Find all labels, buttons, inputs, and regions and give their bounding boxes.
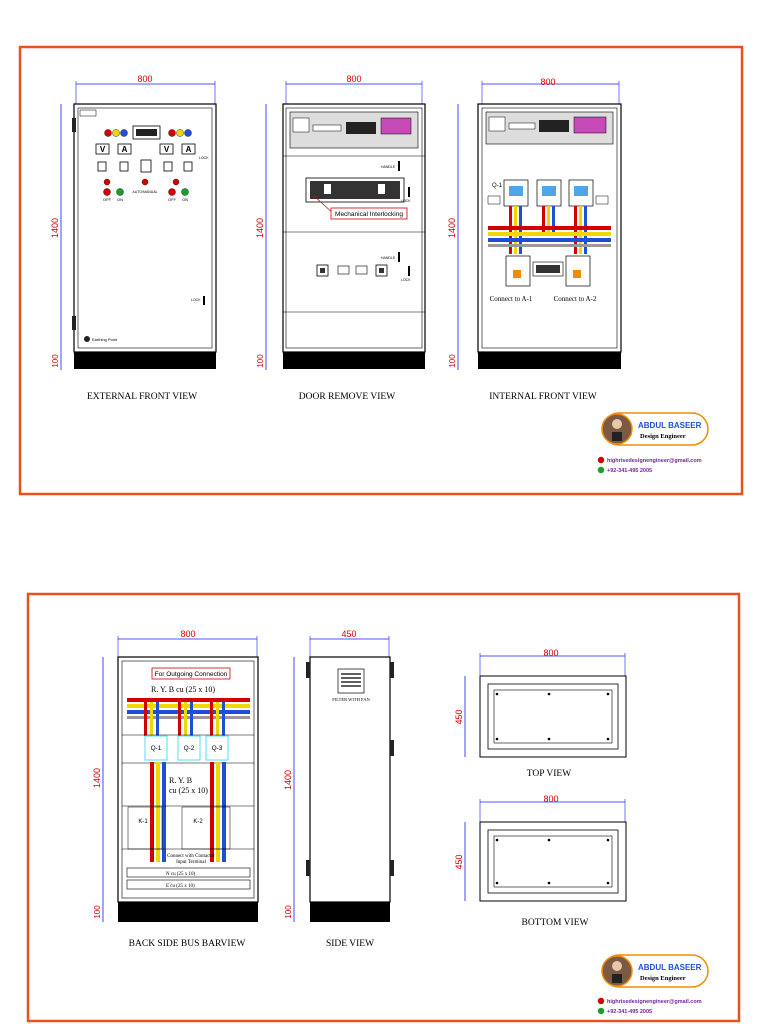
phone-icon: [597, 466, 605, 474]
dim-base-back: 100: [93, 905, 102, 919]
e-bar-label: E cu (25 x 10): [166, 884, 195, 889]
internal-front-view: 800 1400 100 Q-1: [447, 77, 622, 402]
view-label-back-side: BACK SIDE BUS BARVIEW: [129, 939, 246, 949]
k1-label: K-1: [138, 819, 148, 825]
dim-width-int: 800: [540, 77, 555, 87]
lock-label-2: LOCK: [191, 298, 201, 302]
view-label-top: TOP VIEW: [527, 769, 571, 779]
dim-base-side: 100: [284, 905, 293, 919]
ryb-top-label: R. Y. B cu (25 x 10): [151, 685, 215, 694]
brand-phone: +92-341-495 2005: [607, 468, 652, 474]
q3-label-back: Q-3: [212, 745, 223, 752]
contactor-note-2: Input Terminal: [176, 860, 206, 865]
dim-height-back: 1400: [92, 768, 102, 788]
top-view: 800 450 TOP VIEW: [454, 648, 627, 779]
handle-label-2: HANDLE: [381, 256, 396, 260]
brand-phone: +92-341-495 2005: [607, 1009, 652, 1015]
meter-v-right: V: [164, 145, 170, 154]
lock-label-1: LOCK: [199, 156, 209, 160]
dim-width-back: 800: [180, 629, 195, 639]
meter-v-left: V: [100, 145, 106, 154]
dim-base-ext: 100: [51, 354, 60, 368]
dim-width-side: 450: [341, 629, 356, 639]
view-label-side: SIDE VIEW: [326, 939, 374, 949]
view-label-bottom: BOTTOM VIEW: [522, 918, 589, 928]
ryb-mid-label-1: R. Y. B: [169, 776, 192, 785]
off-label-right: OFF: [168, 197, 177, 202]
handle-label-1: HANDLE: [381, 165, 396, 169]
dim-height-ext: 1400: [50, 218, 60, 238]
brand-title: Design Engineer: [640, 975, 686, 982]
side-view: 450 1400 100 FILTER WITH FAN SIDE VIEW: [283, 629, 394, 949]
view-label-external-front: EXTERNAL FRONT VIEW: [87, 392, 197, 402]
on-label-left: ON: [117, 197, 123, 202]
phone-icon: [597, 1007, 605, 1015]
top-drawing-frame: [18, 45, 744, 496]
meter-a-left: A: [122, 145, 128, 154]
dim-height-int: 1400: [447, 218, 457, 238]
off-label-left: OFF: [103, 197, 112, 202]
view-label-door-remove: DOOR REMOVE VIEW: [299, 392, 395, 402]
mechanical-interlocking-label: Mechanical Interlocking: [335, 211, 403, 218]
auto-manual-label: AUTO/MANUAL: [132, 190, 157, 194]
view-label-internal-front: INTERNAL FRONT VIEW: [489, 392, 597, 402]
back-side-busbar-view: 800 1400 100 For Outgoing Connection R. …: [92, 629, 259, 949]
dim-depth-bottom: 450: [454, 854, 464, 869]
outgoing-label: For Outgoing Connection: [155, 671, 228, 678]
earthing-point-label: Earthing Point: [92, 337, 118, 342]
q2-label-back: Q-2: [184, 745, 195, 752]
meter-a-right: A: [186, 145, 192, 154]
on-label-right: ON: [182, 197, 188, 202]
brand-email: highrisedesignengineer@gmail.com: [607, 999, 702, 1005]
n-bar-label: N cu (25 x 10): [166, 872, 195, 877]
email-icon: [597, 456, 605, 464]
dim-depth-top: 450: [454, 709, 464, 724]
branding-badge-bottom: ABDUL BASEER Design Engineer highrisedes…: [597, 954, 709, 1015]
q1-label-back: Q-1: [151, 745, 162, 752]
door-remove-view: 800 1400 100 Mechanical Interlocking HAN…: [255, 74, 426, 402]
external-front-view: 800 1400 100 V A V A LOCK: [50, 74, 217, 402]
bottom-view: 800 450 BOTTOM VIEW: [454, 794, 627, 928]
brand-name: ABDUL BASEER: [638, 421, 702, 430]
email-icon: [597, 997, 605, 1005]
dim-width-top: 800: [543, 648, 558, 658]
dim-base-door: 100: [256, 354, 265, 368]
brand-email: highrisedesignengineer@gmail.com: [607, 458, 702, 464]
lock-label-4: LOCK: [401, 278, 411, 282]
filter-fan-label: FILTER WITH FAN: [332, 697, 370, 702]
dim-width-bottom: 800: [543, 794, 558, 804]
connect-a1-label: Connect to A-1: [490, 295, 533, 303]
lock-label-3: LOCK: [401, 199, 411, 203]
dim-height-side: 1400: [283, 770, 293, 790]
dim-width-ext: 800: [137, 74, 152, 84]
dim-height-door: 1400: [255, 218, 265, 238]
q1-label-int: Q-1: [492, 183, 503, 189]
branding-badge-top: ABDUL BASEER Design Engineer highrisedes…: [597, 412, 709, 474]
k2-label: K-2: [193, 819, 203, 825]
dim-base-int: 100: [448, 354, 457, 368]
contactor-note-1: Connect with Contactor: [167, 854, 215, 859]
brand-title: Design Engineer: [640, 433, 686, 440]
brand-name: ABDUL BASEER: [638, 963, 702, 972]
dim-width-door: 800: [346, 74, 361, 84]
bottom-drawing-frame: [26, 592, 741, 1023]
ryb-mid-label-2: cu (25 x 10): [169, 786, 208, 795]
connect-a2-label: Connect to A-2: [554, 295, 597, 303]
